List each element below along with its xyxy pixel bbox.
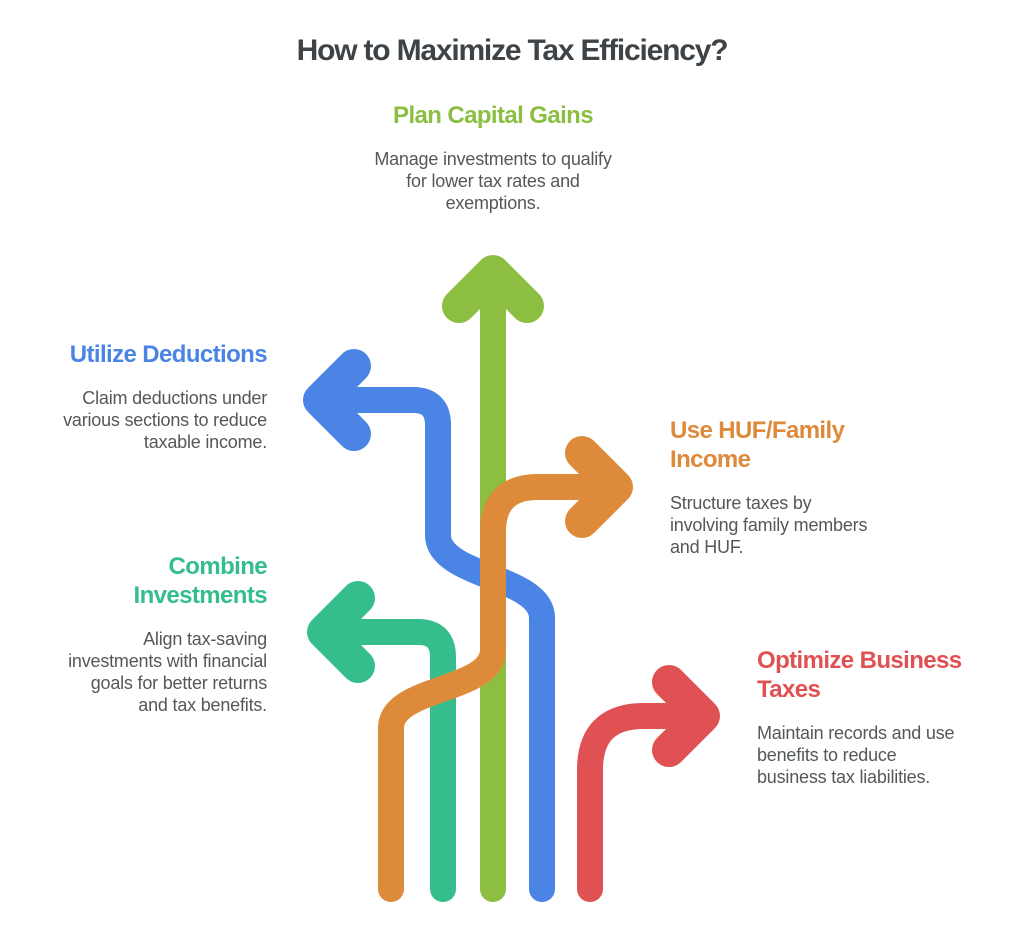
- section-utilize-deductions: Utilize Deductions Claim deductions unde…: [17, 340, 268, 453]
- utilize-deductions-arrowhead-icon: [303, 349, 371, 451]
- utilize-deductions-description: Claim deductions under various sections …: [63, 388, 267, 452]
- use-huf-family-income-arrow: [378, 436, 633, 902]
- utilize-deductions-arrow: [303, 349, 555, 902]
- use-huf-family-income-heading: Use HUF/Family Income: [670, 417, 845, 473]
- optimize-business-taxes-heading: Optimize Business Taxes: [757, 647, 962, 703]
- section-plan-capital-gains: Plan Capital Gains Manage investments to…: [343, 101, 643, 214]
- combine-investments-arrowhead-icon: [307, 581, 375, 683]
- section-use-huf-family-income: Use HUF/Family Income Structure taxes by…: [670, 416, 960, 558]
- section-optimize-business-taxes: Optimize Business Taxes Maintain records…: [757, 646, 1024, 788]
- use-huf-family-income-arrow-stem: [378, 474, 603, 902]
- optimize-business-taxes-arrow-stem: [577, 703, 688, 902]
- combine-investments-arrow: [307, 581, 456, 902]
- optimize-business-taxes-arrow: [577, 665, 720, 902]
- combine-investments-arrow-stem: [341, 619, 456, 902]
- plan-capital-gains-arrowhead-icon: [442, 255, 544, 323]
- combine-investments-description: Align tax-saving investments with financ…: [68, 629, 267, 715]
- combine-investments-heading: Combine Investments: [133, 553, 268, 609]
- optimize-business-taxes-arrowhead-icon: [652, 665, 720, 767]
- utilize-deductions-heading: Utilize Deductions: [69, 341, 268, 368]
- section-combine-investments: Combine Investments Align tax-saving inv…: [17, 552, 268, 716]
- plan-capital-gains-description: Manage investments to qualify for lower …: [374, 149, 612, 213]
- page-title: How to Maximize Tax Efficiency?: [296, 34, 729, 67]
- utilize-deductions-arrow-stem: [337, 387, 555, 902]
- optimize-business-taxes-description: Maintain records and use benefits to red…: [757, 723, 955, 787]
- use-huf-family-income-arrowhead-icon: [565, 436, 633, 538]
- use-huf-family-income-description: Structure taxes by involving family memb…: [670, 493, 868, 557]
- plan-capital-gains-heading: Plan Capital Gains: [393, 102, 594, 129]
